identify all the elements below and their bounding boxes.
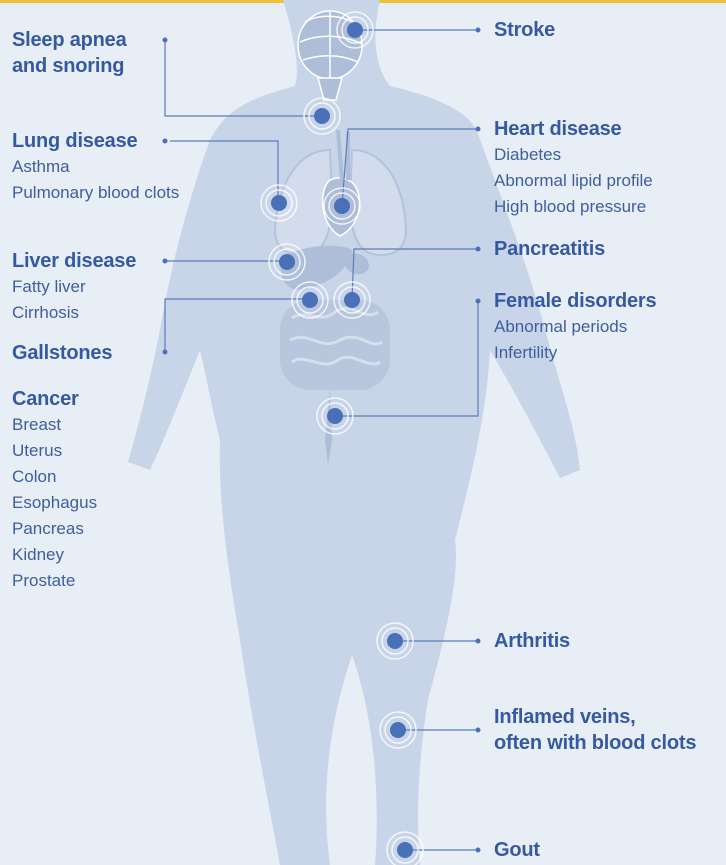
label-sleep-apnea: Sleep apnea and snoring (12, 27, 127, 79)
liver-item-cirrhosis: Cirrhosis (12, 300, 136, 326)
heart-item-blood-pressure: High blood pressure (494, 194, 653, 220)
label-gout: Gout (494, 837, 540, 863)
marker-arthritis (377, 623, 413, 659)
gout-title: Gout (494, 837, 540, 863)
heart-item-diabetes: Diabetes (494, 142, 653, 168)
marker-gallstones (292, 282, 328, 318)
lung-disease-title: Lung disease (12, 128, 179, 154)
label-liver-disease: Liver disease Fatty liver Cirrhosis (12, 248, 136, 326)
liver-item-fatty-liver: Fatty liver (12, 274, 136, 300)
marker-liver (269, 244, 305, 280)
sleep-apnea-title-line2: and snoring (12, 53, 127, 79)
marker-female-disorders (317, 398, 353, 434)
label-stroke: Stroke (494, 17, 555, 43)
label-arthritis: Arthritis (494, 628, 570, 654)
female-item-infertility: Infertility (494, 340, 656, 366)
veins-title-line2: often with blood clots (494, 730, 696, 756)
cancer-title: Cancer (12, 386, 97, 412)
label-lung-disease: Lung disease Asthma Pulmonary blood clot… (12, 128, 179, 206)
gallstones-title: Gallstones (12, 340, 112, 366)
female-disorders-title: Female disorders (494, 288, 656, 314)
heart-item-lipid-profile: Abnormal lipid profile (494, 168, 653, 194)
stroke-title: Stroke (494, 17, 555, 43)
cancer-item-breast: Breast (12, 412, 97, 438)
marker-sleep-apnea (304, 98, 340, 134)
pancreatitis-title: Pancreatitis (494, 236, 605, 262)
label-gallstones: Gallstones (12, 340, 112, 366)
cancer-item-prostate: Prostate (12, 568, 97, 594)
lung-item-asthma: Asthma (12, 154, 179, 180)
heart-disease-title: Heart disease (494, 116, 653, 142)
cancer-item-esophagus: Esophagus (12, 490, 97, 516)
marker-veins (380, 712, 416, 748)
marker-lung (261, 185, 297, 221)
cancer-item-pancreas: Pancreas (12, 516, 97, 542)
label-pancreatitis: Pancreatitis (494, 236, 605, 262)
veins-title-line1: Inflamed veins, (494, 704, 696, 730)
cancer-item-uterus: Uterus (12, 438, 97, 464)
lung-item-pulmonary-clots: Pulmonary blood clots (12, 180, 179, 206)
marker-pancreatitis (334, 282, 370, 318)
marker-heart (324, 188, 360, 224)
cancer-item-kidney: Kidney (12, 542, 97, 568)
marker-stroke (337, 12, 373, 48)
arthritis-title: Arthritis (494, 628, 570, 654)
female-item-abnormal-periods: Abnormal periods (494, 314, 656, 340)
label-inflamed-veins: Inflamed veins, often with blood clots (494, 704, 696, 756)
label-cancer: Cancer Breast Uterus Colon Esophagus Pan… (12, 386, 97, 594)
label-heart-disease: Heart disease Diabetes Abnormal lipid pr… (494, 116, 653, 220)
sleep-apnea-title-line1: Sleep apnea (12, 27, 127, 53)
cancer-item-colon: Colon (12, 464, 97, 490)
label-female-disorders: Female disorders Abnormal periods Infert… (494, 288, 656, 366)
liver-disease-title: Liver disease (12, 248, 136, 274)
